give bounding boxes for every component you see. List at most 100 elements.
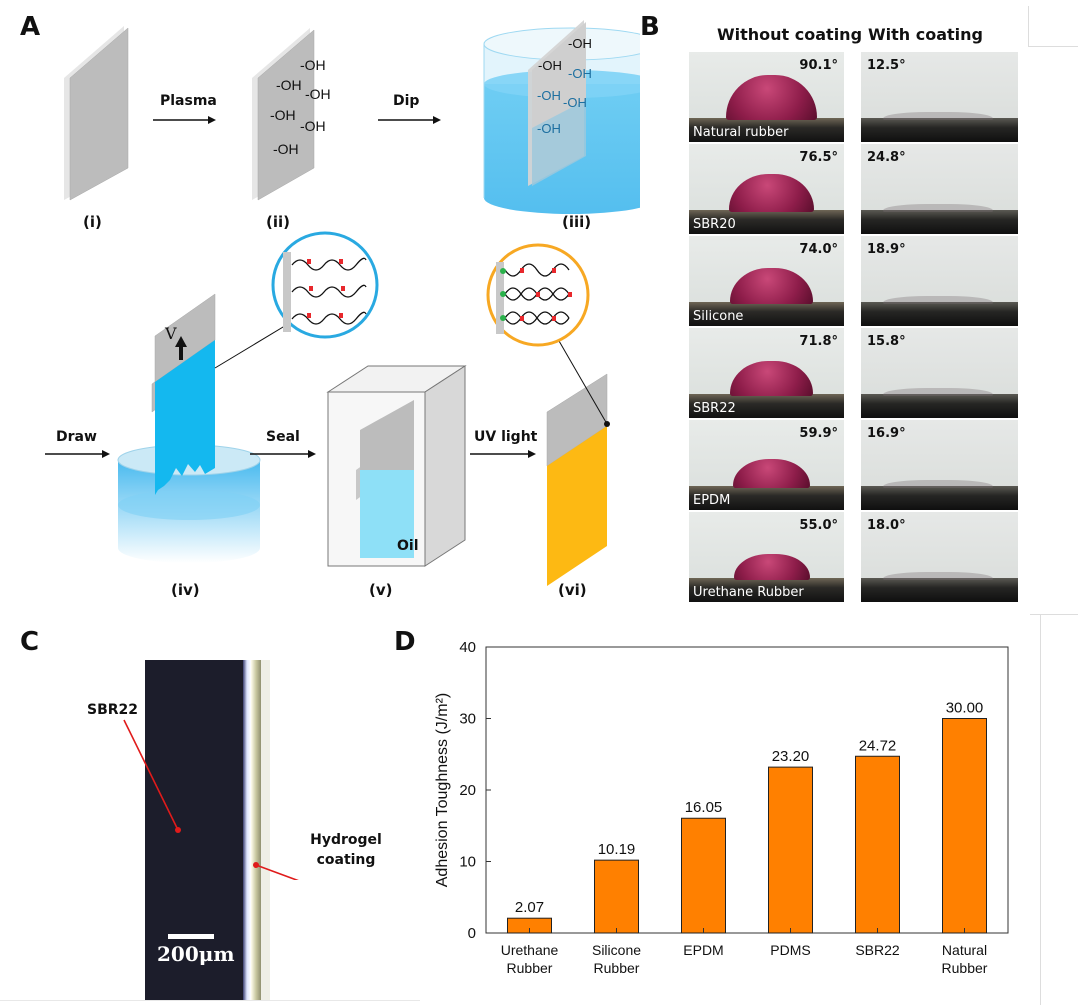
spread-droplet [883,204,993,212]
divider [1040,614,1041,1005]
draw-label: Draw [56,429,97,445]
droplet-image-without-coating: 74.0°Silicone [689,236,844,326]
step-label-v: (v) [369,581,393,599]
droplet-image-without-coating: 55.0° Urethane Rubber [689,512,844,602]
divider [1028,6,1029,46]
contact-angle-with-coating: 12.5° [867,58,906,73]
droplet [729,174,814,212]
contact-angle-without-coating: 90.1° [799,58,838,73]
y-tick-label: 0 [468,925,476,942]
header-without-coating: Without coating [717,25,863,44]
divider [1028,46,1078,47]
step-label-iv: (iv) [171,581,200,599]
spread-droplet [883,388,993,396]
contact-angle-with-coating: 18.0° [867,518,906,533]
plasma-label: Plasma [160,93,217,109]
x-tick-label: EPDM [683,942,723,958]
spread-droplet [883,572,993,580]
panel-label-a: A [20,12,41,42]
divider [1030,614,1078,615]
zoom-circle-orange [486,243,610,427]
annotation-lines [123,719,299,880]
panel-label-b: B [640,12,660,42]
contact-angle-with-coating: 18.9° [867,242,906,257]
micrograph: 200μm [145,660,270,1000]
droplet [733,554,810,580]
oh-label: -OH [563,95,587,110]
oh-label: -OH [538,58,562,73]
bar [942,718,987,934]
droplet [732,459,811,488]
oh-label: -OH [300,118,326,134]
droplet-image-without-coating: 71.8° SBR22 [689,328,844,418]
divider [0,1000,420,1001]
scale-bar [168,934,214,939]
plate-ii [252,28,315,201]
zoom-circle-blue [214,231,379,369]
oh-label: -OH [568,66,592,81]
contact-angle-without-coating: 76.5° [799,150,838,165]
bar-value-label: 10.19 [598,841,636,858]
material-label: SBR22 [693,401,736,416]
droplet-image-with-coating: 18.9° [861,236,1018,326]
oh-label: -OH [568,36,592,51]
step-label-i: (i) [83,213,102,231]
droplet [729,267,814,304]
step-label-ii: (ii) [266,213,290,231]
cured-plate [546,373,608,586]
material-label: Natural rubber [693,125,789,140]
substrate-label: SBR22 [87,702,139,718]
seal-label: Seal [266,429,300,445]
oh-label: -OH [273,141,299,157]
contact-angle-without-coating: 71.8° [799,334,838,349]
bar-value-label: 16.05 [685,799,723,816]
y-tick-label: 40 [459,639,476,656]
oh-label: -OH [305,86,331,102]
contact-angle-with-coating: 15.8° [867,334,906,349]
uv-light-label: UV light [474,429,538,445]
material-label: EPDM [693,493,731,508]
y-tick-label: 30 [459,711,476,728]
x-tick-label: PDMS [770,942,810,958]
bar-value-label: 2.07 [515,899,544,916]
spread-droplet [883,480,993,488]
spread-droplet [883,112,993,120]
contact-angle-without-coating: 74.0° [799,242,838,257]
material-label: SBR20 [693,217,736,232]
droplet-image-with-coating: 15.8° [861,328,1018,418]
velocity-label: V [165,324,177,343]
oil-label: Oil [397,538,419,554]
droplet-image-without-coating: 76.5° SBR20 [689,144,844,234]
droplet-image-with-coating: 12.5° [861,52,1018,142]
oh-label: -OH [537,88,561,103]
contact-angle-with-coating: 16.9° [867,426,906,441]
droplet-image-without-coating: 90.1° Natural rubber [689,52,844,142]
oh-label: -OH [276,77,302,93]
droplet-image-with-coating: 24.8° [861,144,1018,234]
oh-label: -OH [300,57,326,73]
panel-a-schematic [45,20,640,586]
step-label-iii: (iii) [562,213,592,231]
oil-box [326,365,467,567]
scale-label: 200μm [157,942,235,966]
bar [594,859,639,934]
plot-frame [485,646,1009,934]
droplet-image-with-coating: 16.9° [861,420,1018,510]
bar-value-label: 30.00 [946,700,984,717]
header-with-coating: With coating [868,25,983,44]
y-axis-label: Adhesion Toughness (J/m²) [434,693,451,887]
contact-angle-without-coating: 55.0° [799,518,838,533]
contact-angle-without-coating: 59.9° [799,426,838,441]
spread-droplet [883,296,993,304]
y-tick-label: 20 [459,782,476,799]
contact-angle-with-coating: 24.8° [867,150,906,165]
draw-bath [117,293,261,563]
dip-label: Dip [393,93,420,109]
x-tick-label: SBR22 [855,942,900,958]
material-label: Urethane Rubber [693,585,804,600]
droplet-image-without-coating: 59.9° EPDM [689,420,844,510]
